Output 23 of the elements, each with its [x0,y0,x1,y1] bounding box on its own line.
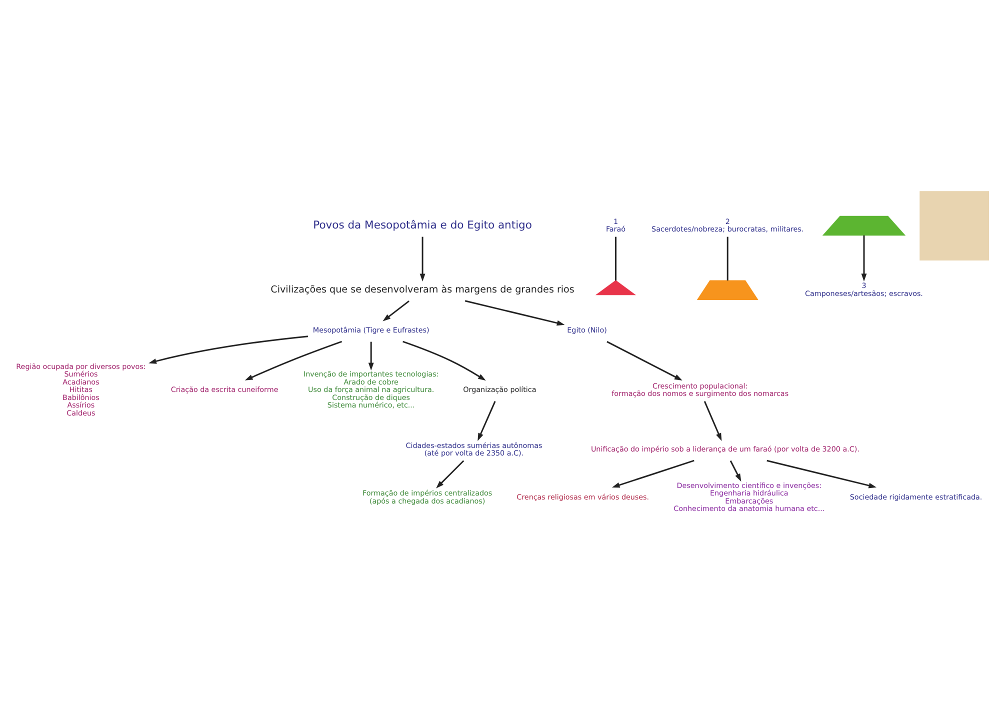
arrow [464,300,565,326]
arrow [436,460,464,488]
arrow [382,300,410,321]
arrow [730,460,742,482]
node-box [920,190,990,260]
arrow [478,400,496,440]
node-text: Civilizações que se desenvolveram às margens de grandes rios [270,284,574,295]
arrow [244,340,342,380]
node-trapezium [822,215,906,236]
arrow [766,459,877,488]
arrow [402,340,486,380]
arrow [704,400,722,440]
connector [726,236,728,280]
arrow [606,340,682,380]
arrow [420,236,426,282]
node-triangle [595,280,636,295]
node-text: Povos da Mesopotâmia e do Egito antigo [313,218,532,231]
arrow [368,341,374,370]
arrow [612,459,694,488]
arrow [861,234,867,281]
connector [615,236,616,280]
node-trapezium [696,280,758,300]
arrow [148,335,308,364]
